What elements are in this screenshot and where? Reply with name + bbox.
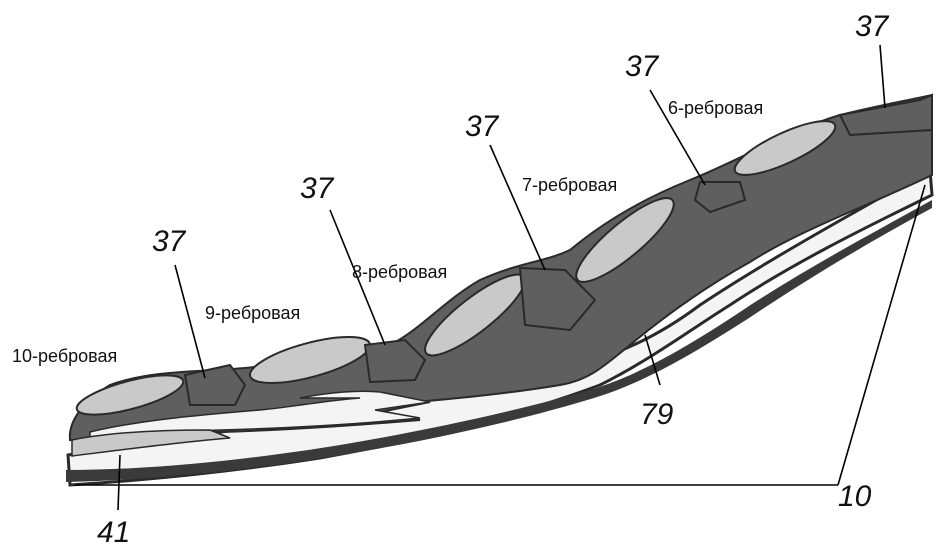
callout-37: 37 [300,172,333,206]
label-7-rib: 7-ребровая [522,175,617,196]
label-8-rib: 8-ребровая [352,262,447,283]
callout-41: 41 [97,516,130,550]
label-9-rib: 9-ребровая [205,303,300,324]
callout-37: 37 [855,10,888,44]
label-6-rib: 6-ребровая [668,98,763,119]
callout-10: 10 [838,480,871,514]
callout-37: 37 [152,225,185,259]
spinous-process [840,95,932,135]
callout-79: 79 [640,398,673,432]
label-10-rib: 10-ребровая [12,346,117,367]
callout-37: 37 [465,110,498,144]
callout-37: 37 [625,50,658,84]
